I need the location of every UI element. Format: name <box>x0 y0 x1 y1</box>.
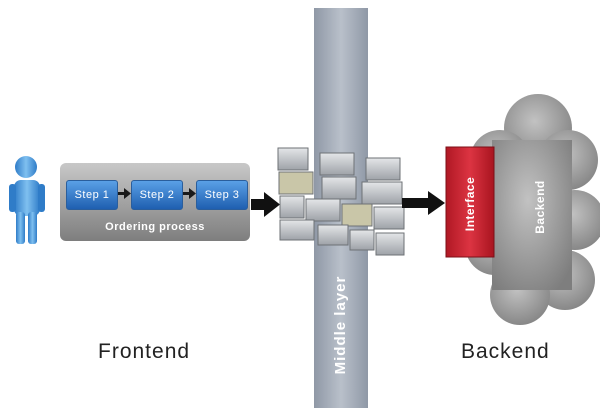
arrow-right-icon <box>402 191 445 215</box>
frontend-caption: Frontend <box>98 340 191 363</box>
step-1-box: Step 1 <box>66 180 118 210</box>
step-arrow-icon <box>116 188 196 199</box>
user-icon <box>9 156 45 244</box>
backend-caption: Backend <box>461 340 550 363</box>
step-3-box: Step 3 <box>196 180 248 210</box>
firewall-icon <box>277 147 405 256</box>
ordering-process-label: Ordering process <box>105 221 205 233</box>
interface-label: Interface <box>463 176 477 232</box>
interface-block <box>445 146 495 258</box>
step-2-box: Step 2 <box>131 180 183 210</box>
backend-cloud-label: Backend <box>533 180 547 234</box>
middle-layer-label: Middle layer <box>332 275 349 375</box>
arrow-right-icon <box>251 192 280 217</box>
cloud-icon <box>465 94 600 325</box>
